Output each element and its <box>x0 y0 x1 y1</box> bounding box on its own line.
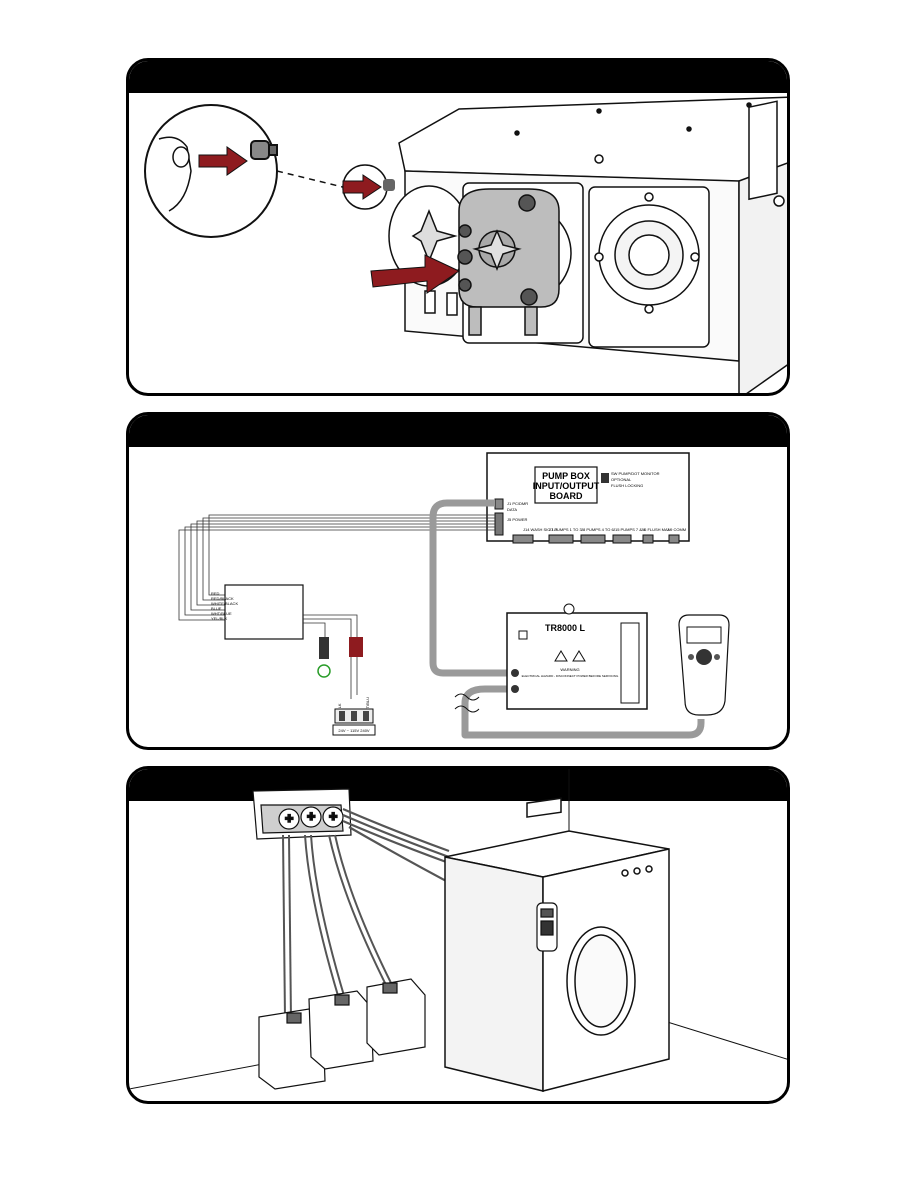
zoom-leader-line <box>276 170 352 190</box>
warning-text: ELECTRICAL HAZARD - DISCONNECT POWER BEF… <box>522 674 619 678</box>
cable-gland-1 <box>511 669 519 677</box>
wiring-diagram: PUMP BOX INPUT/OUTPUT BOARD SW PUMP/DOT … <box>178 452 730 739</box>
red-arrows <box>198 146 461 294</box>
j8-label: J8 PUMPS 4 TO 6 <box>581 527 615 532</box>
mounted-controller <box>536 902 558 952</box>
pump-rotor-icon-3: ✚ <box>329 812 338 823</box>
terminal-block: 24V ~ 115V 240V <box>332 708 376 736</box>
power-label: J5 POWER <box>507 517 528 522</box>
installation-illustration: ✚ ✚ ✚ <box>129 769 787 1092</box>
warning-title: WARNING <box>560 667 579 672</box>
wht-blu-label: WHT/BLU <box>365 697 370 715</box>
j1-label: J1 PC/DMR <box>507 501 528 506</box>
zoom-detail-circle <box>144 104 278 238</box>
panel-header <box>129 415 787 447</box>
cable-break <box>454 693 480 713</box>
washing-machine <box>444 797 670 1092</box>
grey-cables <box>429 499 705 739</box>
wire-nut <box>349 637 363 657</box>
controller-model: TR8000 L <box>545 623 586 633</box>
cable-gland-2 <box>511 685 519 693</box>
output-wires <box>303 614 358 699</box>
chemical-tubes <box>282 834 394 1022</box>
blk-label: BLK <box>337 703 342 711</box>
board-title-3: BOARD <box>550 491 583 501</box>
chemical-containers <box>258 978 426 1090</box>
empty-pump-housing <box>588 186 710 348</box>
electrical-warning-icon <box>572 650 586 662</box>
ground-symbol-icon <box>317 664 331 678</box>
j7-label: J7 PUMPS 1 TO 3 <box>549 527 583 532</box>
wire-label-1: RED <box>211 591 220 596</box>
panel-header <box>129 769 787 801</box>
wire-label-4: BLUE <box>211 606 222 611</box>
j1-sub-label: DATA <box>507 507 517 512</box>
panel-wiring: PUMP BOX INPUT/OUTPUT BOARD SW PUMP/DOT … <box>126 412 790 750</box>
thumb-screw <box>383 179 395 191</box>
terminal-label: 24V ~ 115V 240V <box>338 728 370 733</box>
tr8000-controller: TR8000 L WARNING ELECTRICAL HAZARD - DIS… <box>506 603 648 710</box>
pump-rotor-icon-2: ✚ <box>307 812 316 823</box>
ground-lug <box>319 637 329 659</box>
j10-label: J 6 FLUSH MAN <box>641 527 671 532</box>
warning-icon <box>554 650 568 662</box>
panel-header <box>129 61 787 93</box>
j11-label: J 9 COMM <box>667 527 686 532</box>
board-title-1: PUMP BOX <box>542 471 590 481</box>
wire-label-5: WHT/BLUE <box>211 611 232 616</box>
io-board: PUMP BOX INPUT/OUTPUT BOARD SW PUMP/DOT … <box>486 452 690 544</box>
left-pump-head <box>388 185 470 316</box>
dip-switch <box>601 473 609 483</box>
wire-label-3: WHITE/BLACK <box>211 601 238 606</box>
power-supply: RED RED/BLACK WHITE/BLACK BLUE WHT/BLUE … <box>211 584 304 640</box>
j4-label: J14 WASH SIG 1-3 <box>523 527 558 532</box>
wire-label-2: RED/BLACK <box>211 596 234 601</box>
pump-install-illustration <box>144 96 787 393</box>
pump-box: ✚ ✚ ✚ <box>252 788 352 840</box>
j9-label: J15 PUMPS 7 & 8 <box>613 527 646 532</box>
board-title-2: INPUT/OUTPUT <box>533 481 600 491</box>
grey-pump-head <box>457 188 560 336</box>
handheld-programmer <box>678 614 730 716</box>
wire-label-6: YEL/BLK <box>211 616 228 621</box>
switch-label-3: FLUSH LOCKING <box>611 483 643 488</box>
switch-label-1: SW PUMP/DOT MONITOR <box>611 471 660 476</box>
pump-rotor-icon-1: ✚ <box>285 814 294 825</box>
panel-installation: ✚ ✚ ✚ <box>126 766 790 1104</box>
switch-label-2: OPTIONAL <box>611 477 632 482</box>
panel-pump-install <box>126 58 790 396</box>
wire-bundle <box>178 514 495 621</box>
